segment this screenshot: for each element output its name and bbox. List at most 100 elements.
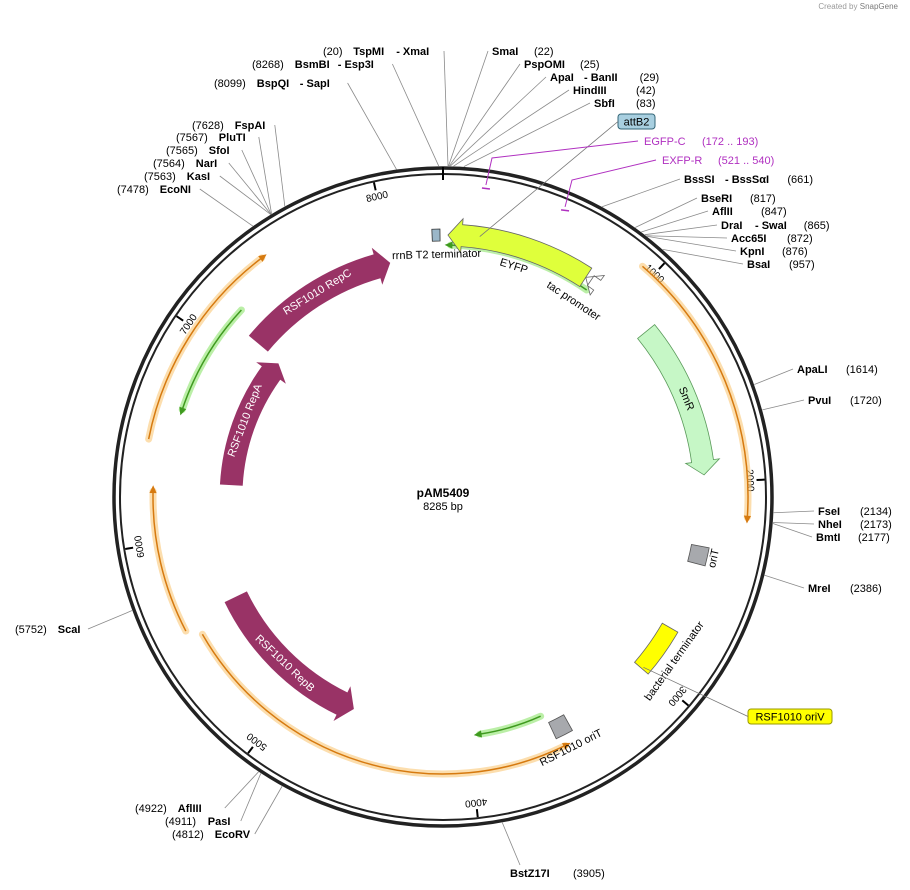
enzyme-site-fsei[interactable]: (2134)FseI (818, 506, 892, 518)
enzyme-leader (258, 136, 272, 214)
enzyme-position: (5752) (15, 624, 47, 636)
enzyme-position: (83) (636, 98, 656, 110)
feature-smr[interactable] (637, 324, 721, 476)
enzyme-name: KasI (187, 171, 210, 183)
enzyme-leader (443, 50, 449, 167)
enzyme-site-econi[interactable]: (7478)EcoNI (117, 184, 191, 196)
enzyme-name: NheI (818, 519, 842, 531)
enzyme-site-tspmi[interactable]: (20)TspMI- XmaI (323, 46, 429, 58)
enzyme-site-scai[interactable]: (5752) ScaI (15, 624, 80, 636)
enzyme-site-sbfi[interactable]: (83)SbfI (594, 98, 656, 110)
enzyme-leader (646, 235, 728, 239)
enzyme-leader (453, 89, 570, 167)
ruler-tick (247, 746, 254, 754)
feature-orit[interactable] (687, 543, 710, 567)
enzyme-position: (7563) (144, 171, 176, 183)
orf-arc (181, 309, 242, 410)
enzyme-site-apali[interactable]: (1614) ApaLI (797, 364, 878, 376)
enzyme-site-bmti[interactable]: (2177) BmtI (816, 532, 890, 544)
enzyme-leader (274, 124, 286, 207)
plasmid-name: pAM5409 (417, 486, 470, 500)
feature-rsf1010-repa[interactable] (219, 362, 286, 486)
enzyme-name: PspOMI (524, 59, 565, 71)
feature-rrnb-t2-terminator-label: rrnB T2 terminator (392, 248, 482, 262)
enzyme-site-bstz17i[interactable]: (3905)BstZ17I (510, 868, 605, 880)
enzyme-name: BsmBI (295, 59, 330, 71)
enzyme-position: (8268) (252, 59, 284, 71)
enzyme-site-drai[interactable]: (865)DraI- SwaI (721, 220, 829, 232)
enzyme-site-fspai[interactable]: (7628)FspAI (192, 120, 265, 132)
feature-tac-promoter-label: tac promoter (544, 279, 602, 323)
primer-leader (485, 140, 639, 186)
feature-rsf1010-orit[interactable] (548, 714, 574, 740)
feature-tac-promoter[interactable] (585, 275, 606, 296)
enzyme-site-apai[interactable]: (29)ApaI- BanII (550, 72, 659, 84)
enzyme-position: (4812) (172, 829, 204, 841)
enzyme-site-bseri[interactable]: (817) BseRI (701, 193, 776, 205)
enzyme-name: BspQI (257, 78, 289, 90)
ruler-tick (681, 699, 690, 707)
enzyme-leader (773, 510, 815, 514)
enzyme-name: PluTI (219, 132, 246, 144)
enzyme-position: (7565) (166, 145, 198, 157)
ruler-label: 3000 (665, 684, 688, 708)
enzyme-position: (1720) (850, 395, 882, 407)
enzyme-name: ApaI (550, 72, 574, 84)
enzyme-leader (224, 771, 259, 809)
enzyme-name: AflII (712, 206, 733, 218)
enzyme-labels-group: (20)TspMI- XmaI(8268)BsmBI- Esp3I(8099)B… (15, 46, 892, 880)
feature-bacterial-terminator[interactable] (633, 622, 679, 675)
primer-mark (560, 209, 570, 212)
enzyme-site-pasi[interactable]: (4911)PasI (165, 816, 230, 828)
enzyme-site-nari[interactable]: (7564)NarI (153, 158, 217, 170)
enzyme-site-kpni[interactable]: (876)KpnI (740, 246, 808, 258)
enzyme-site-bsmbi[interactable]: (8268) BsmBI - Esp3I (252, 59, 374, 71)
feature-eyfp[interactable] (447, 217, 593, 288)
enzyme-position: (42) (636, 85, 656, 97)
enzyme-site-bspqi[interactable]: (8099)BspQI- SapI (214, 78, 330, 90)
enzyme-name: TspMI (353, 46, 384, 58)
enzyme-name: ScaI (58, 624, 81, 636)
orf-arc (147, 257, 263, 440)
enzyme-site-ecorv[interactable]: (4812) EcoRV (172, 829, 251, 841)
enzyme-leader (641, 210, 709, 233)
enzyme-name: NarI (196, 158, 217, 170)
enzyme-site-pvui[interactable]: (1720)PvuI (808, 395, 882, 407)
enzyme-site-hindiii[interactable]: (42) HindIII (573, 85, 656, 97)
enzyme-site-afliii[interactable]: (4922)AflIII (135, 803, 202, 815)
enzyme-name: AflIII (178, 803, 202, 815)
feature-rsf1010-repc[interactable] (248, 247, 391, 352)
enzyme-position: (4911) (165, 816, 196, 828)
enzyme-name: BmtI (816, 532, 840, 544)
enzyme-name: MreI (808, 583, 831, 595)
ruler-tick (372, 182, 377, 191)
feature-rsf1010-orit-label: RSF1010 oriT (538, 727, 605, 769)
enzyme-site-pluti[interactable]: (7567)PluTI (176, 132, 246, 144)
enzyme-site-bsssi[interactable]: (661)BssSI- BssSαI (684, 174, 813, 186)
enzyme-site-pspomi[interactable]: (25)PspOMI (524, 59, 600, 71)
enzyme-site-kasi[interactable]: (7563) KasI (144, 171, 210, 183)
enzyme-position: (2177) (858, 532, 890, 544)
enzyme-name: ApaLI (797, 364, 828, 376)
enzyme-name: EcoRV (215, 829, 251, 841)
enzyme-leader (635, 197, 698, 228)
enzyme-position: (817) (750, 193, 776, 205)
primer-range: (172 .. 193) (702, 136, 758, 148)
enzyme-extra: - Esp3I (338, 59, 374, 71)
enzyme-position: (2173) (860, 519, 892, 531)
enzyme-name: HindIII (573, 85, 607, 97)
primer-leader (564, 159, 657, 207)
feature-rrnb-t2-terminator[interactable] (431, 228, 441, 242)
enzyme-site-bsai[interactable]: (957)BsaI (747, 259, 815, 271)
enzyme-position: (2134) (860, 506, 892, 518)
enzyme-site-sfoi[interactable]: (7565)SfoI (166, 145, 230, 157)
enzyme-extra: - XmaI (396, 46, 429, 58)
feature-rsf1010-repb[interactable] (224, 591, 354, 721)
enzyme-site-acc65i[interactable]: (872)Acc65I (731, 233, 813, 245)
enzyme-site-aflii[interactable]: (847)AflII (712, 206, 787, 218)
enzyme-site-smai[interactable]: (22)SmaI (492, 46, 554, 58)
enzyme-name: BseRI (701, 193, 732, 205)
enzyme-site-nhei[interactable]: (2173) NheI (818, 519, 892, 531)
enzyme-position: (1614) (846, 364, 878, 376)
enzyme-site-mrei[interactable]: (2386)MreI (808, 583, 882, 595)
